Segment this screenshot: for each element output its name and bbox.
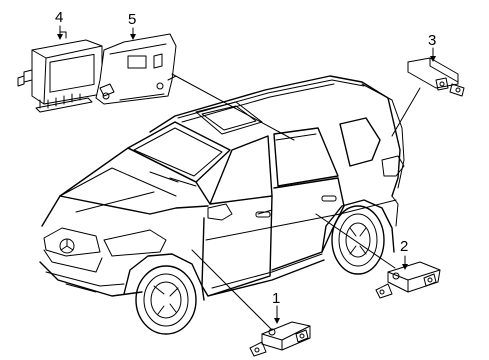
callout-arrows xyxy=(57,25,436,324)
part-1-sensor xyxy=(249,321,311,357)
part-3-sensor xyxy=(407,57,465,97)
leader-lines xyxy=(171,73,421,331)
part-2-sensor xyxy=(375,261,441,299)
callout-5: 5 xyxy=(128,11,136,28)
mercedes-star-emblem xyxy=(59,238,75,254)
callout-1: 1 xyxy=(272,290,280,307)
part-5-module-bracket xyxy=(95,33,177,105)
callout-4: 4 xyxy=(55,9,63,26)
callout-3: 3 xyxy=(428,32,436,49)
front-wheel xyxy=(135,265,197,335)
part-4-control-module xyxy=(17,31,103,113)
vehicle-illustration xyxy=(39,75,405,335)
callout-2: 2 xyxy=(400,238,408,255)
rear-wheel xyxy=(331,205,385,275)
